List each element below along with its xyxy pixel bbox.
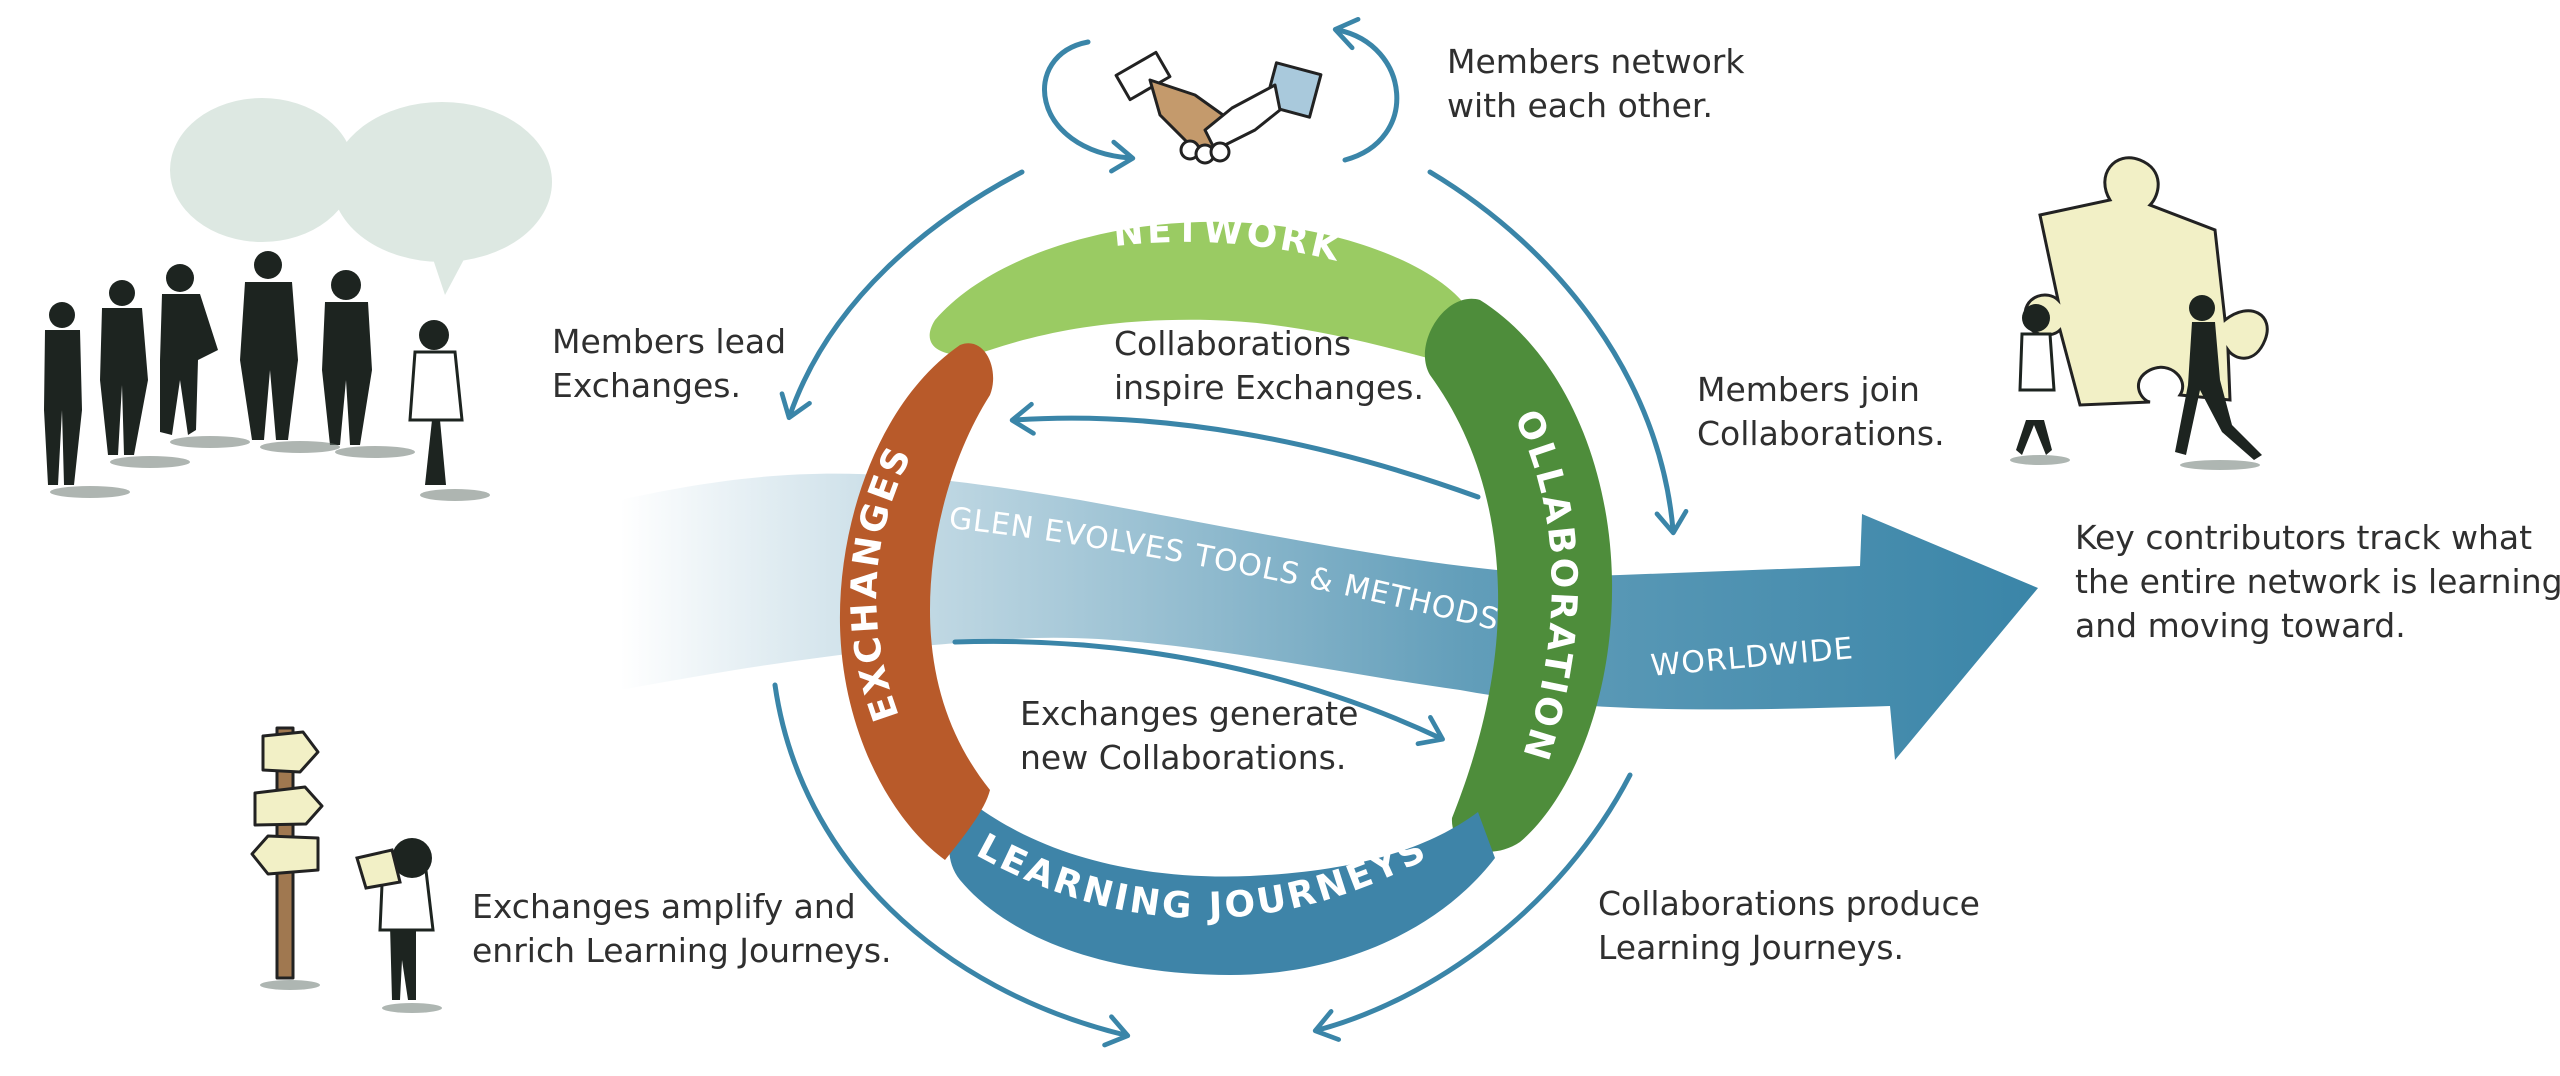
caption-line: and moving toward. (2075, 606, 2406, 645)
people-group-illustration (44, 251, 490, 501)
caption-exchanges-generate: Exchanges generate new Collaborations. (1020, 692, 1358, 780)
flow-arrow (620, 473, 2038, 760)
network-loop-left-arrow (1042, 39, 1136, 174)
caption-line: enrich Learning Journeys. (472, 931, 892, 970)
caption-collab-produce: Collaborations produce Learning Journeys… (1598, 882, 1980, 970)
cycle-arrow-to-collaborations (1427, 169, 1689, 536)
signpost-illustration (250, 726, 324, 980)
caption-key-contributors: Key contributors track what the entire n… (2075, 516, 2560, 648)
segment-exchanges (839, 343, 994, 860)
segment-collaborations (1424, 298, 1613, 852)
caption-line: Exchanges. (552, 366, 741, 405)
segment-network (929, 221, 1478, 362)
caption-line: Members join (1697, 370, 1920, 409)
caption-members-join: Members join Collaborations. (1697, 368, 1945, 456)
cycle-arrow-to-learning-bottom-left (772, 682, 1131, 1048)
caption-line: Exchanges generate (1020, 694, 1359, 733)
inner-arrow-exchanges-to-collab (952, 638, 1445, 747)
caption-line: Exchanges amplify and (472, 887, 856, 926)
handshake-icon (1114, 50, 1323, 165)
caption-collab-inspire: Collaborations inspire Exchanges. (1114, 322, 1424, 410)
caption-line: Members lead (552, 322, 787, 361)
map-reader-illustration (260, 838, 442, 1013)
caption-line: Learning Journeys. (1598, 928, 1905, 967)
caption-members-lead: Members lead Exchanges. (552, 320, 786, 408)
cycle-arrow-to-exchanges (779, 169, 1025, 421)
caption-exchanges-amplify: Exchanges amplify and enrich Learning Jo… (472, 885, 892, 973)
caption-line: with each other. (1447, 86, 1713, 125)
cycle-arrow-to-learning-bottom-right (1312, 772, 1633, 1042)
caption-line: Key contributors track what (2075, 518, 2533, 557)
caption-line: inspire Exchanges. (1114, 368, 1424, 407)
caption-line: Collaborations. (1697, 414, 1945, 453)
caption-members-network: Members network with each other. (1447, 40, 1744, 128)
caption-line: new Collaborations. (1020, 738, 1347, 777)
caption-line: Collaborations (1114, 324, 1352, 363)
caption-line: Collaborations produce (1598, 884, 1980, 923)
speech-bubbles-illustration (170, 98, 552, 295)
segment-learning-journeys (949, 805, 1495, 975)
network-loop-right-arrow (1332, 16, 1400, 163)
puzzle-carriers-illustration (2010, 156, 2269, 470)
inner-arrow-collab-to-exchanges (1009, 401, 1481, 500)
caption-line: Members network (1447, 42, 1745, 81)
caption-line: the entire network is learning (2075, 562, 2560, 601)
